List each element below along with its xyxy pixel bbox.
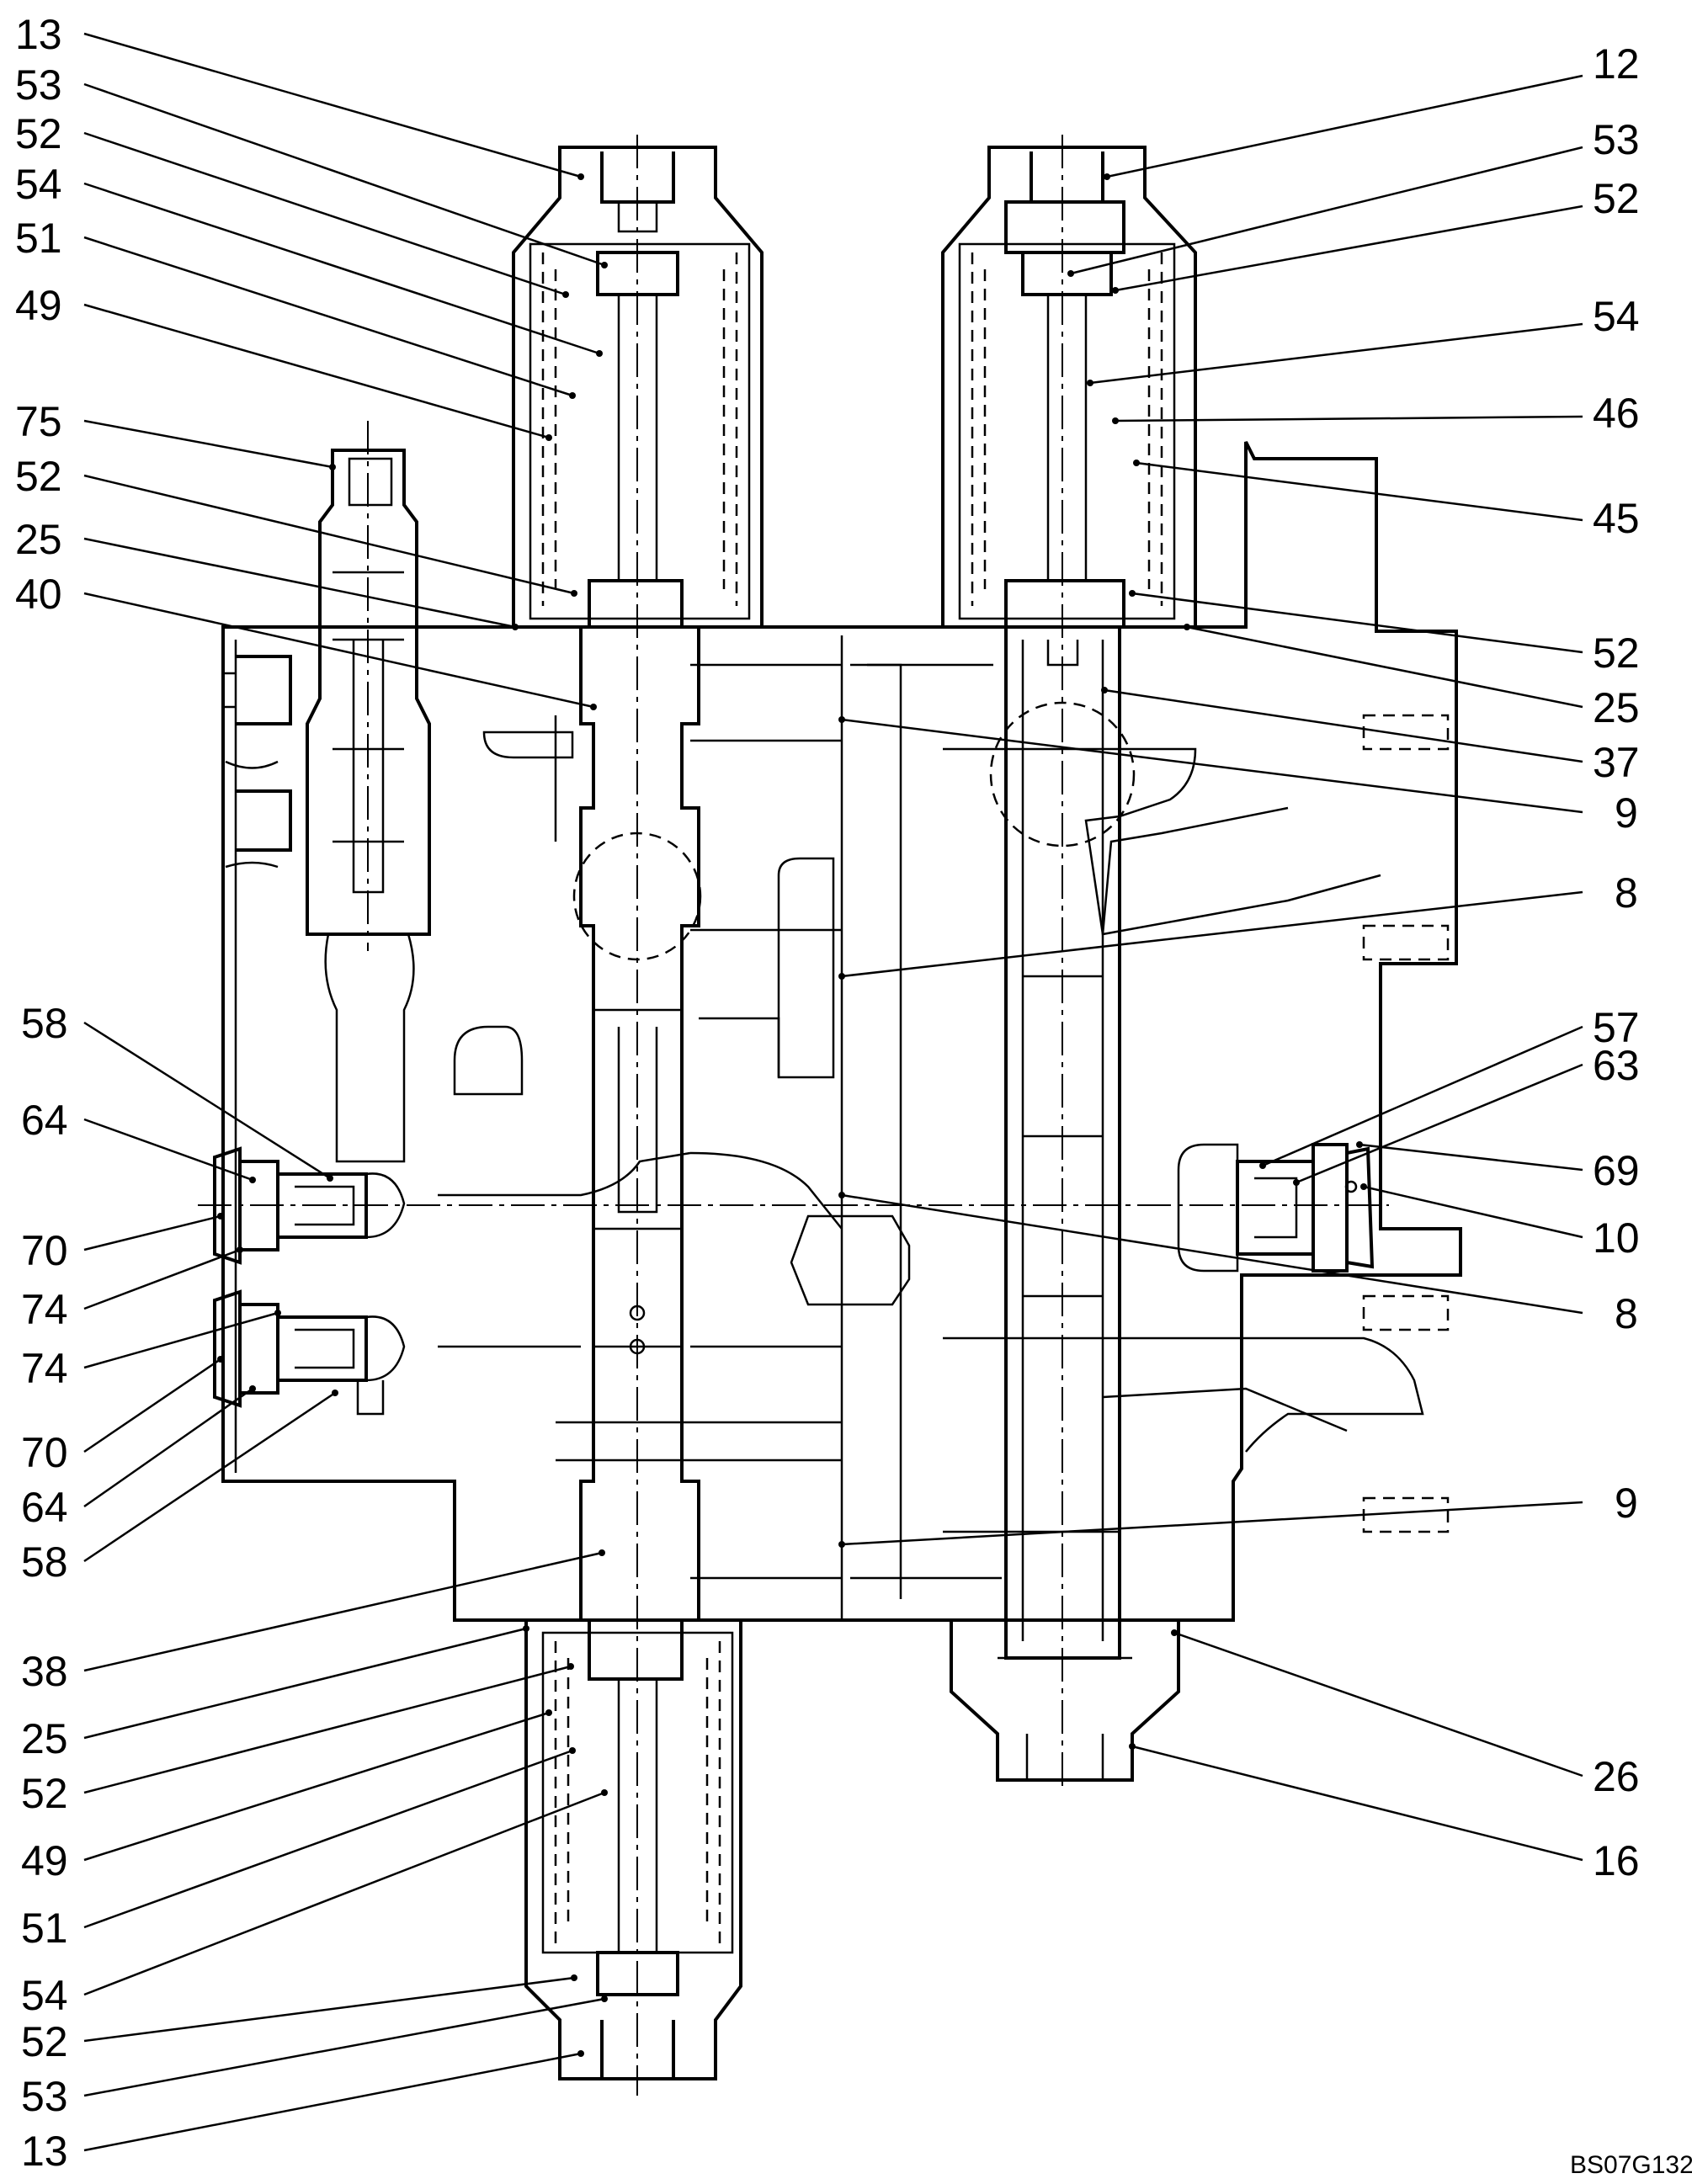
right-top-spring-cap — [941, 146, 1197, 629]
leaders-left — [83, 32, 608, 2152]
callout-8-lower: 8 — [1615, 1290, 1638, 1337]
figure-code: BS07G132 — [1570, 2151, 1692, 2179]
left-ports — [223, 655, 292, 869]
callout-74-lower: 74 — [21, 1345, 68, 1392]
callout-64-upper: 64 — [21, 1097, 68, 1144]
callout-9-upper: 9 — [1615, 789, 1638, 837]
callout-54-right: 54 — [1593, 293, 1640, 340]
right-passages — [867, 663, 1424, 1599]
callout-10: 10 — [1593, 1214, 1640, 1262]
callouts-right: 12 53 52 54 46 45 52 25 37 9 8 57 63 69 … — [1593, 40, 1640, 1884]
callout-51-bottom-left: 51 — [21, 1905, 68, 1952]
callout-9-lower: 9 — [1615, 1480, 1638, 1527]
callout-53-bottom-left: 53 — [21, 2073, 68, 2120]
callout-45: 45 — [1593, 495, 1640, 542]
callout-8-upper: 8 — [1615, 869, 1638, 917]
callout-13-bottom-left: 13 — [21, 2128, 68, 2175]
callout-40: 40 — [15, 571, 62, 618]
valve-body — [221, 441, 1462, 1622]
right-plug — [1177, 1143, 1375, 1273]
callout-25-top-left: 25 — [15, 516, 62, 563]
callout-70-lower: 70 — [21, 1429, 68, 1476]
leaders-right — [838, 74, 1583, 1862]
callout-70-upper: 70 — [21, 1227, 68, 1274]
callout-52-top-right: 52 — [1593, 175, 1640, 222]
callout-26: 26 — [1593, 1753, 1640, 1800]
callout-12: 12 — [1593, 40, 1640, 88]
callout-63: 63 — [1593, 1042, 1640, 1089]
callout-64-lower: 64 — [21, 1484, 68, 1531]
callout-51-top-left: 51 — [15, 215, 62, 262]
callout-37: 37 — [1593, 739, 1640, 786]
centerlines — [198, 135, 1389, 2096]
callout-38: 38 — [21, 1648, 68, 1695]
left-lower-plug — [213, 1289, 406, 1416]
callout-52-bottom-left: 52 — [21, 1770, 68, 1817]
callout-58-lower: 58 — [21, 1538, 68, 1586]
callout-52-bottom-left-2: 52 — [21, 2018, 68, 2065]
callout-25-right: 25 — [1593, 684, 1640, 731]
callout-52-mid-left: 52 — [15, 453, 62, 500]
bolt-holes — [1362, 714, 1450, 1533]
callout-54-top-left: 54 — [15, 161, 62, 208]
callout-16: 16 — [1593, 1837, 1640, 1884]
relief-valve-75 — [306, 421, 431, 1163]
callout-25-bottom-left: 25 — [21, 1715, 68, 1762]
callout-53-top-left: 53 — [15, 61, 62, 109]
left-bottom-spring-cap — [524, 1618, 742, 2080]
callout-46: 46 — [1593, 390, 1640, 437]
callout-49-bottom-left: 49 — [21, 1837, 68, 1884]
right-bottom-cap — [950, 1618, 1180, 1782]
callout-57: 57 — [1593, 1004, 1640, 1051]
callouts-left: 13 53 52 54 51 49 75 52 25 40 58 64 70 7… — [15, 11, 68, 2175]
callout-75: 75 — [15, 398, 62, 445]
callout-13-top-left: 13 — [15, 11, 62, 58]
callout-74-upper: 74 — [21, 1286, 68, 1333]
callout-69: 69 — [1593, 1147, 1640, 1194]
callout-49-top-left: 49 — [15, 282, 62, 329]
callout-53-right: 53 — [1593, 116, 1640, 163]
callout-52-mid-right: 52 — [1593, 630, 1640, 677]
callout-52-top-left: 52 — [15, 110, 62, 157]
callout-54-bottom-left: 54 — [21, 1972, 68, 2019]
left-passages — [438, 715, 911, 1462]
callout-58-upper: 58 — [21, 1000, 68, 1047]
